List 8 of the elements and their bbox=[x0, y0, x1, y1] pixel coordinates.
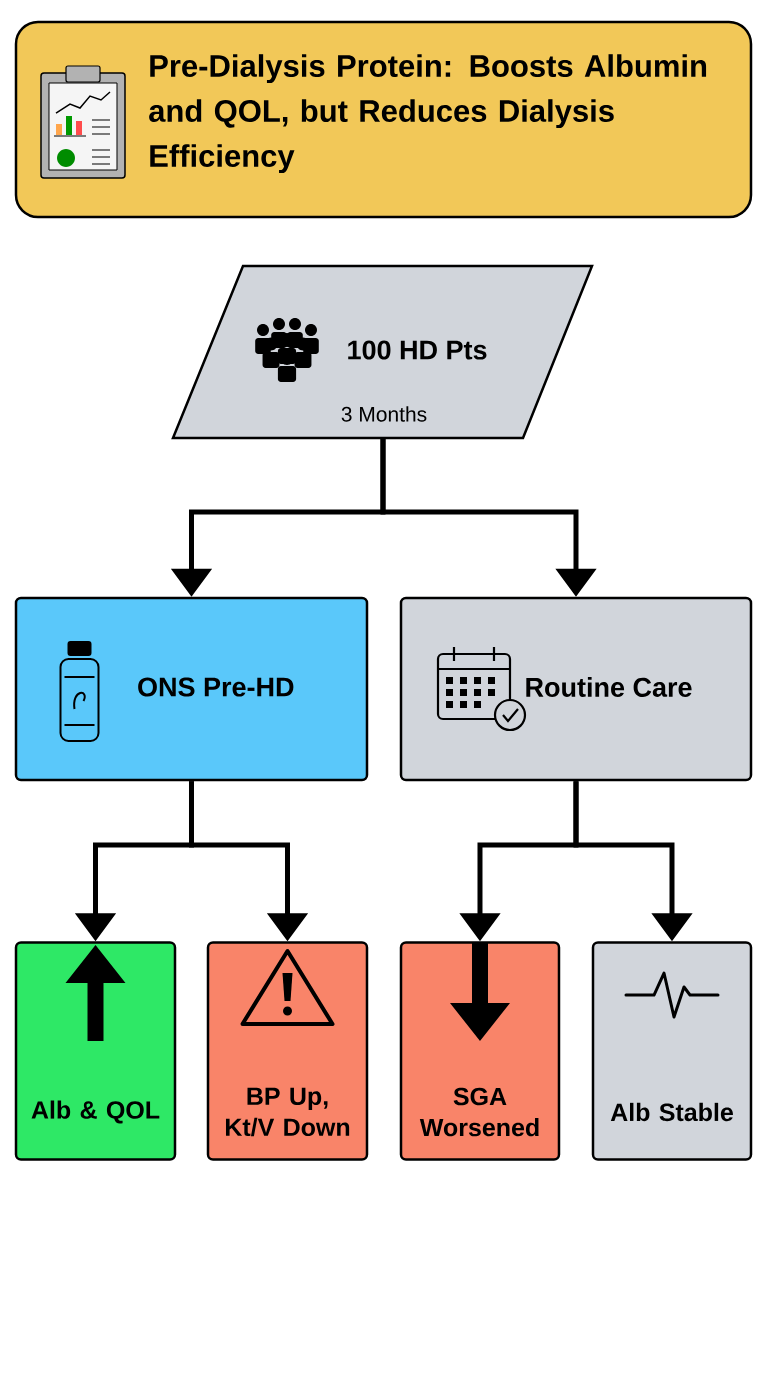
intervention-box: ONS Pre-HD bbox=[14, 596, 369, 782]
care-box: Routine Care bbox=[399, 596, 753, 782]
outcome-box: SGA Worsened bbox=[399, 941, 561, 1161]
outcome-box: Alb & QOL bbox=[14, 941, 177, 1161]
title: Pre-Dialysis Protein: Boosts Albumin and QOL, but Reduces Dialysis Efficiency bbox=[149, 54, 707, 174]
parallelogram-box: 100 HD Pts 3 Months bbox=[171, 264, 594, 440]
outcome-box: BP Up, Kt/V Down bbox=[206, 941, 369, 1161]
outcome-box: Alb Stable bbox=[591, 941, 753, 1161]
